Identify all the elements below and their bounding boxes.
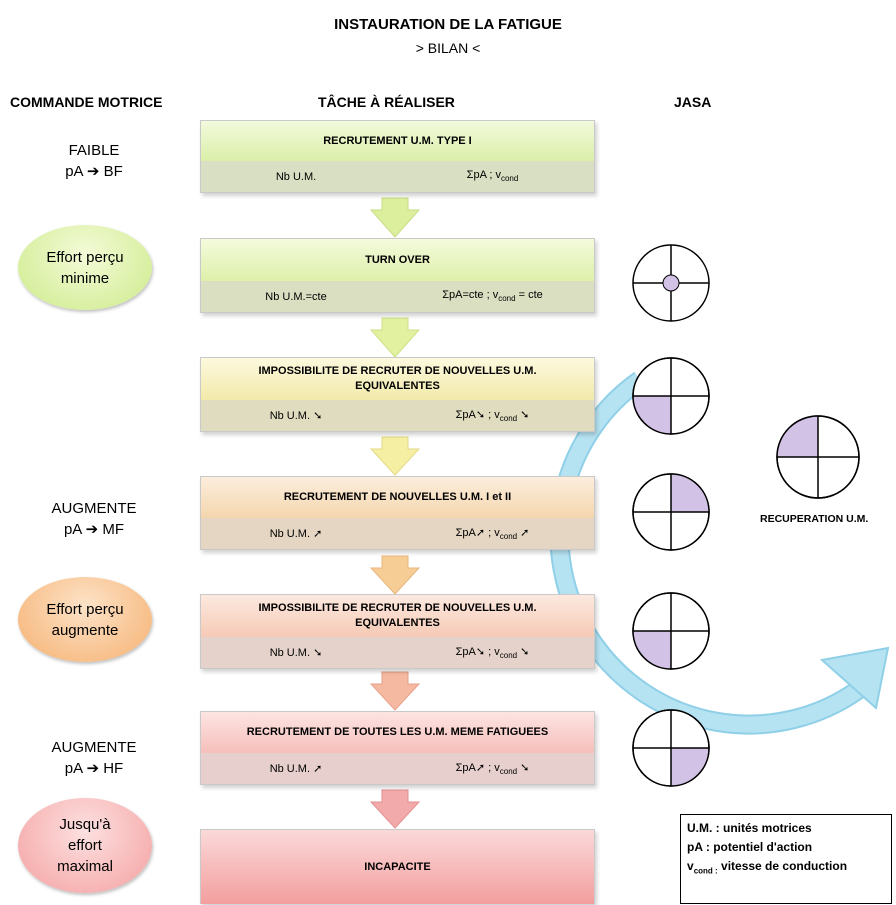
jasa-circle-2 xyxy=(632,357,710,435)
step-title: INCAPACITE xyxy=(364,860,431,873)
step-details: Nb U.M. ΣpA ; vcond xyxy=(201,161,594,192)
step-um: Nb U.M. ➘ xyxy=(269,410,323,422)
jasa-circle-3 xyxy=(632,473,710,551)
step-pa: ΣpA=cte ; vcond = cte xyxy=(442,289,543,304)
step-um: Nb U.M.=cte xyxy=(265,290,327,303)
step-pa: ΣpA➘ ; vcond ➘ xyxy=(455,408,530,424)
legend-um: U.M. : unités motrices xyxy=(687,821,812,835)
column-header-commande: COMMANDE MOTRICE xyxy=(10,94,163,110)
jasa-circle-recuperation xyxy=(776,415,860,499)
flow-arrow-6 xyxy=(369,789,421,829)
legend-vcond: vcond : vitesse de conduction xyxy=(687,859,848,876)
flow-arrow-4 xyxy=(369,555,421,595)
step-pa: ΣpA➚ ; vcond ➘ xyxy=(455,761,530,777)
jasa-circle-5 xyxy=(632,709,710,787)
step-box-5: IMPOSSIBILITE DE RECRUTER DE NOUVELLES U… xyxy=(200,594,595,669)
step-details: Nb U.M. ➚ ΣpA➚ ; vcond ➘ xyxy=(201,753,594,784)
step-um: Nb U.M. ➚ xyxy=(269,763,323,775)
step-title: RECRUTEMENT DE NOUVELLES U.M. I et II xyxy=(201,477,594,518)
step-box-2: TURN OVER Nb U.M.=cte ΣpA=cte ; vcond = … xyxy=(200,238,595,313)
legend: U.M. : unités motrices pA : potentiel d'… xyxy=(680,814,892,904)
step-title: RECRUTEMENT DE TOUTES LES U.M. MEME FATI… xyxy=(201,712,594,753)
step-title: IMPOSSIBILITE DE RECRUTER DE NOUVELLES U… xyxy=(201,595,594,637)
diagram-title: INSTAURATION DE LA FATIGUE xyxy=(334,16,562,33)
column-header-tache: TÂCHE À RÉALISER xyxy=(318,94,455,110)
column-header-jasa: JASA xyxy=(674,94,712,110)
step-details: Nb U.M. ➘ ΣpA➘ ; vcond ➘ xyxy=(201,637,594,668)
jasa-circle-4 xyxy=(632,592,710,670)
flow-arrows xyxy=(369,197,421,829)
step-pa: ΣpA ; vcond xyxy=(466,169,519,184)
step-pa: ΣpA➚ ; vcond ➚ xyxy=(455,526,530,542)
step-um: Nb U.M. xyxy=(275,170,317,183)
flow-arrow-2 xyxy=(369,317,421,358)
step-box-3: IMPOSSIBILITE DE RECRUTER DE NOUVELLES U… xyxy=(200,357,595,432)
step-details: Nb U.M.=cte ΣpA=cte ; vcond = cte xyxy=(201,281,594,312)
step-title: TURN OVER xyxy=(201,239,594,281)
step-details: Nb U.M. ➚ ΣpA➚ ; vcond ➚ xyxy=(201,518,594,549)
step-details: Nb U.M. ➘ ΣpA➘ ; vcond ➘ xyxy=(201,400,594,431)
flow-arrow-3 xyxy=(369,436,421,476)
step-pa: ΣpA➘ ; vcond ➘ xyxy=(455,645,530,661)
step-um: Nb U.M. ➚ xyxy=(269,528,323,540)
step-title: IMPOSSIBILITE DE RECRUTER DE NOUVELLES U… xyxy=(201,358,594,400)
step-title: RECRUTEMENT U.M. TYPE I xyxy=(201,121,594,161)
step-box-6: RECRUTEMENT DE TOUTES LES U.M. MEME FATI… xyxy=(200,711,595,785)
legend-pa: pA : potentiel d'action xyxy=(687,840,813,854)
step-um: Nb U.M. ➘ xyxy=(269,647,323,659)
step-box-4: RECRUTEMENT DE NOUVELLES U.M. I et II Nb… xyxy=(200,476,595,550)
flow-arrow-1 xyxy=(369,197,421,238)
jasa-circle-1 xyxy=(632,244,710,322)
flow-arrow-5 xyxy=(369,671,421,711)
diagram-subtitle: > BILAN < xyxy=(415,40,481,56)
step-box-incapacite: INCAPACITE xyxy=(200,829,595,904)
step-box-1: RECRUTEMENT U.M. TYPE I Nb U.M. ΣpA ; vc… xyxy=(200,120,595,193)
recuperation-label: RECUPERATION U.M. xyxy=(760,513,869,525)
